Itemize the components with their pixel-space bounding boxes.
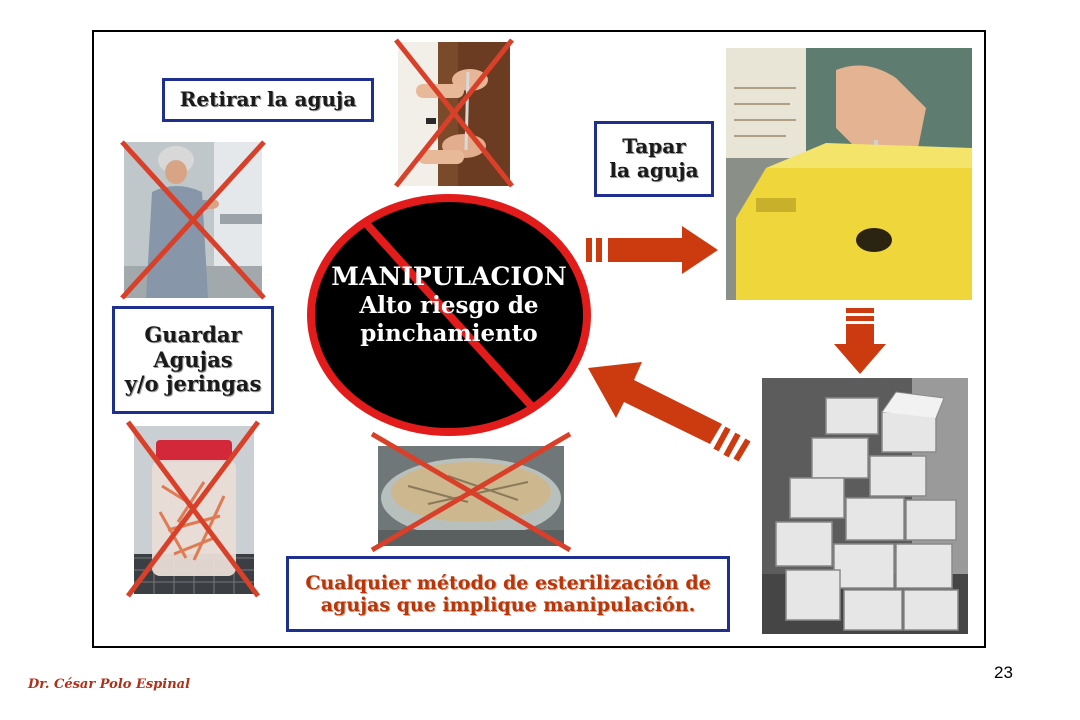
photo-removing-needle (398, 42, 510, 186)
label-esterilizacion: Cualquier método de esterilización de ag… (286, 556, 730, 632)
label-retirar-text: Retirar la aguja (179, 87, 357, 112)
label-esterilizacion-line2: agujas que implique manipulación. (320, 594, 696, 616)
photo-jar-syringes (134, 426, 254, 594)
photo-sharps-container (726, 48, 972, 300)
center-title: MANIPULACION (331, 262, 567, 291)
label-guardar-agujas: Guardar Agujas y/o jeringas (112, 306, 274, 414)
label-retirar-aguja: Retirar la aguja (162, 78, 374, 122)
photo-stacked-boxes (762, 378, 968, 634)
footer-author: Dr. César Polo Espinal (28, 677, 191, 692)
label-guardar-line3: y/o jeringas (124, 371, 262, 397)
prohibition-circle-icon (307, 194, 591, 436)
label-esterilizacion-line1: Cualquier método de esterilización de (305, 571, 711, 594)
page-number: 23 (994, 663, 1013, 682)
label-guardar-line2: Agujas (153, 346, 233, 372)
photo-sterilization-tray (378, 446, 564, 546)
label-tapar-aguja: Tapar la aguja (594, 121, 714, 197)
label-tapar-line2: la aguja (609, 158, 699, 182)
label-guardar-line1: Guardar (144, 321, 242, 347)
arrow-back-to-circle-icon (588, 362, 751, 462)
arrow-down-icon (834, 308, 886, 374)
center-line2: Alto riesgo de (359, 292, 539, 319)
photo-nurse (124, 142, 262, 298)
center-message: MANIPULACION Alto riesgo de pinchamiento (303, 262, 595, 347)
label-tapar-line1: Tapar (622, 134, 686, 159)
arrow-right-icon (586, 226, 718, 274)
center-line3: pinchamiento (360, 319, 538, 347)
